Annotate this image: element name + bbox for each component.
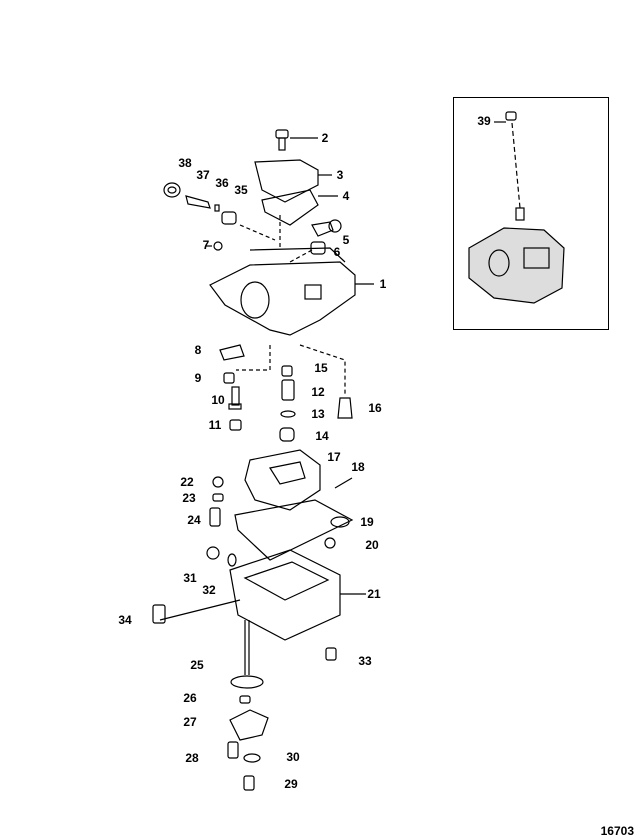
callout-9: 9 bbox=[194, 371, 202, 385]
screw-part-2 bbox=[275, 129, 318, 151]
callout-14: 14 bbox=[315, 429, 329, 443]
callout-36: 36 bbox=[215, 176, 229, 190]
callout-8: 8 bbox=[194, 343, 202, 357]
callout-5: 5 bbox=[342, 233, 350, 247]
float-part-17 bbox=[234, 449, 354, 561]
drain-parts bbox=[227, 620, 269, 791]
callout-10: 10 bbox=[211, 393, 225, 407]
callout-13: 13 bbox=[311, 407, 325, 421]
callout-18: 18 bbox=[351, 460, 365, 474]
cover-part-3 bbox=[254, 159, 338, 226]
figure-number: 16703 bbox=[600, 824, 634, 838]
lower-jet-parts bbox=[219, 344, 353, 442]
callout-33: 33 bbox=[358, 654, 372, 668]
callout-26: 26 bbox=[183, 691, 197, 705]
callout-27: 27 bbox=[183, 715, 197, 729]
carburetor-body-part-1 bbox=[209, 215, 374, 336]
callout-4: 4 bbox=[342, 189, 350, 203]
callout-24: 24 bbox=[187, 513, 201, 527]
callout-12: 12 bbox=[311, 385, 325, 399]
callout-37: 37 bbox=[196, 168, 210, 182]
callout-30: 30 bbox=[286, 750, 300, 764]
callout-39: 39 bbox=[477, 114, 491, 128]
callout-21: 21 bbox=[367, 587, 381, 601]
callout-38: 38 bbox=[178, 156, 192, 170]
callout-6: 6 bbox=[333, 245, 341, 259]
callout-3: 3 bbox=[336, 168, 344, 182]
callout-2: 2 bbox=[321, 131, 329, 145]
callout-25: 25 bbox=[190, 658, 204, 672]
callout-7: 7 bbox=[202, 238, 210, 252]
callout-34: 34 bbox=[118, 613, 132, 627]
float-bowl-part-21 bbox=[152, 546, 366, 661]
callout-20: 20 bbox=[365, 538, 379, 552]
callout-28: 28 bbox=[185, 751, 199, 765]
pilot-screw-parts bbox=[163, 182, 276, 241]
callout-31: 31 bbox=[183, 571, 197, 585]
callout-16: 16 bbox=[368, 401, 382, 415]
callout-35: 35 bbox=[234, 183, 248, 197]
screw-parts-5-6-7 bbox=[206, 219, 342, 263]
callout-17: 17 bbox=[327, 450, 341, 464]
callout-1: 1 bbox=[379, 277, 387, 291]
callout-29: 29 bbox=[284, 777, 298, 791]
needle-valve-parts bbox=[209, 476, 336, 549]
callout-32: 32 bbox=[202, 583, 216, 597]
callout-15: 15 bbox=[314, 361, 328, 375]
callout-22: 22 bbox=[180, 475, 194, 489]
callout-19: 19 bbox=[360, 515, 374, 529]
inset-carburetor-drawing bbox=[468, 111, 565, 304]
callout-11: 11 bbox=[208, 418, 222, 432]
inset-box bbox=[453, 97, 609, 330]
callout-23: 23 bbox=[182, 491, 196, 505]
